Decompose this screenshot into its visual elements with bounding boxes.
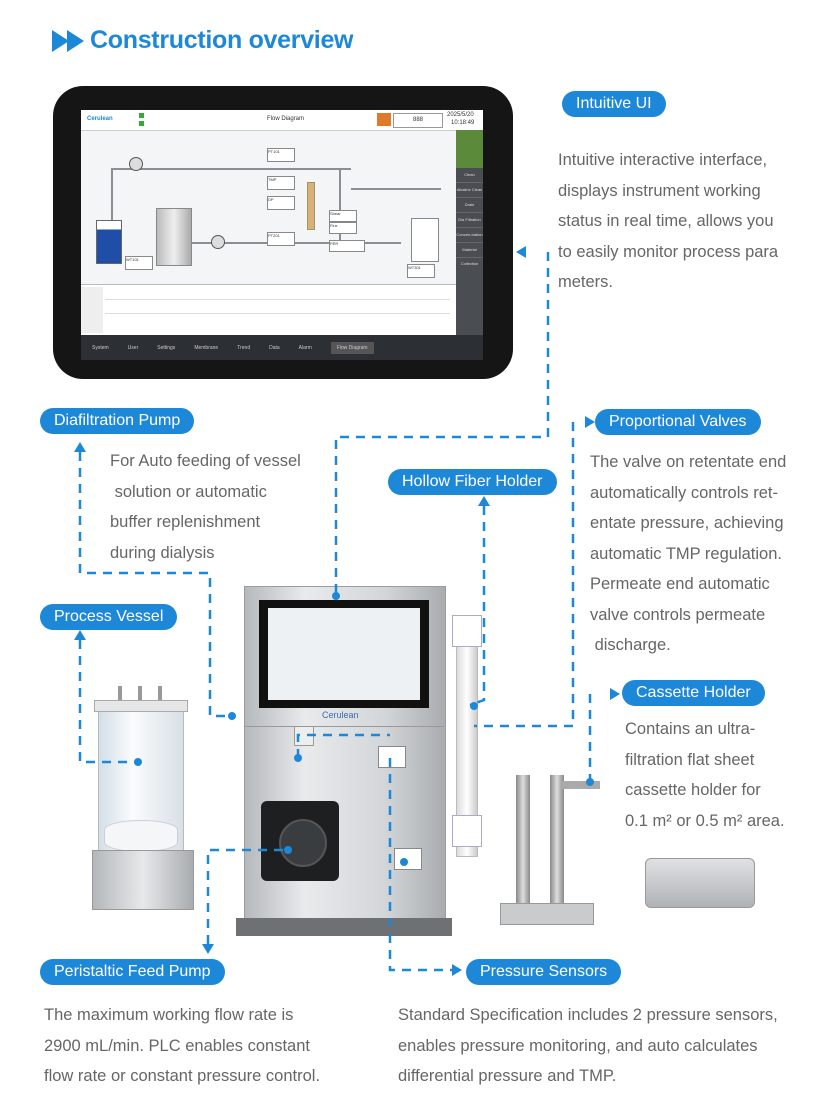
hmi-brand: Cerulean — [87, 116, 113, 122]
label-peristaltic-feed-pump: Peristaltic Feed Pump — [40, 959, 225, 985]
desc-pressure-sensors: Standard Specification includes 2 pressu… — [398, 1006, 778, 1085]
double-arrow-icon — [52, 29, 84, 52]
desc-intuitive-ui: Intuitive interactive interface, display… — [558, 151, 779, 291]
side-button[interactable]: Alkaline Clean — [456, 183, 483, 198]
permeate-tank — [411, 218, 439, 262]
nav-item[interactable]: Data — [269, 344, 280, 351]
hmi-side-panel: Clean Alkaline Clean Drain Dia Filtratio… — [456, 130, 483, 335]
desc-diafiltration-pump: For Auto feeding of vessel solution or a… — [110, 452, 301, 562]
hmi-top-bar: Cerulean Flow Diagram 888 2025/5/20 10:1… — [81, 110, 483, 131]
status-led-icon — [139, 121, 144, 126]
side-button[interactable]: Dia Filtration — [456, 213, 483, 228]
desc-proportional-valves: The valve on retentate end automatically… — [590, 453, 787, 654]
hollow-fiber-icon — [307, 182, 315, 230]
hmi-readout: DP — [267, 196, 295, 210]
hmi-readout: PT101 — [267, 148, 295, 162]
hmi-readout: PER — [329, 240, 365, 252]
tablet-image: Cerulean Flow Diagram 888 2025/5/20 10:1… — [53, 86, 513, 379]
hmi-time: 10:18:49 — [451, 120, 475, 126]
desc-cassette-holder: Contains an ultra- filtration flat sheet… — [625, 720, 785, 830]
nav-item[interactable]: Trend — [237, 344, 251, 351]
vessel-lid — [94, 700, 188, 712]
hmi-date: 2025/5/20 — [447, 112, 474, 118]
label-process-vessel: Process Vessel — [40, 604, 178, 630]
vessel-scale — [92, 850, 194, 910]
label-diafiltration-pump: Diafiltration Pump — [40, 408, 195, 434]
side-button[interactable]: Material Collection — [456, 243, 483, 266]
nav-item[interactable]: System — [92, 344, 109, 351]
hmi-title: Flow Diagram — [267, 116, 305, 122]
buffer-vessel — [96, 220, 122, 264]
valve-icon — [378, 746, 406, 768]
device-brand: Cerulean — [322, 710, 359, 720]
label-proportional-valves: Proportional Valves — [595, 409, 761, 435]
label-hollow-fiber-holder: Hollow Fiber Holder — [388, 469, 557, 495]
instrument-image: Cerulean — [236, 586, 452, 936]
hmi-readout: WT301 — [407, 264, 435, 278]
status-led-icon — [139, 113, 144, 118]
hmi-counter: 888 — [393, 113, 443, 128]
hmi-readout: Flux — [329, 222, 357, 234]
scale-image — [645, 858, 755, 908]
nav-item[interactable]: Alarm — [298, 344, 312, 351]
page-title-block: Construction overview — [52, 26, 354, 55]
label-intuitive-ui: Intuitive UI — [562, 91, 666, 117]
nav-item[interactable]: Settings — [157, 344, 176, 351]
hollow-fiber-image — [452, 615, 482, 857]
side-button[interactable]: Drain — [456, 198, 483, 213]
desc-peristaltic-feed-pump: The maximum working flow rate is 2900 mL… — [44, 1006, 321, 1085]
peristaltic-pump-icon — [261, 801, 339, 881]
hmi-readout: TMP — [267, 176, 295, 190]
hmi-screen: Cerulean Flow Diagram 888 2025/5/20 10:1… — [81, 110, 483, 360]
hmi-readout: Shear — [329, 210, 357, 222]
label-cassette-holder: Cassette Holder — [622, 680, 765, 706]
nav-item[interactable]: Membrane — [194, 344, 219, 351]
cassette-holder-image — [500, 775, 600, 925]
pump-icon — [129, 157, 143, 171]
nav-item[interactable]: Flow Diagram — [330, 341, 374, 354]
page-title: Construction overview — [90, 26, 354, 54]
hmi-readout: WT101 — [125, 256, 153, 270]
process-tank — [156, 208, 192, 266]
trend-chart — [81, 284, 456, 335]
label-pressure-sensors: Pressure Sensors — [466, 959, 622, 985]
pump-icon — [211, 235, 225, 249]
nav-item[interactable]: User — [127, 344, 139, 351]
hmi-readout: PT201 — [267, 232, 295, 246]
alarm-icon — [377, 113, 391, 126]
hmi-nav-bar: System User Settings Membrane Trend Data… — [81, 335, 483, 360]
side-button[interactable]: Clean — [456, 168, 483, 183]
side-button[interactable]: Concen-tration — [456, 228, 483, 243]
